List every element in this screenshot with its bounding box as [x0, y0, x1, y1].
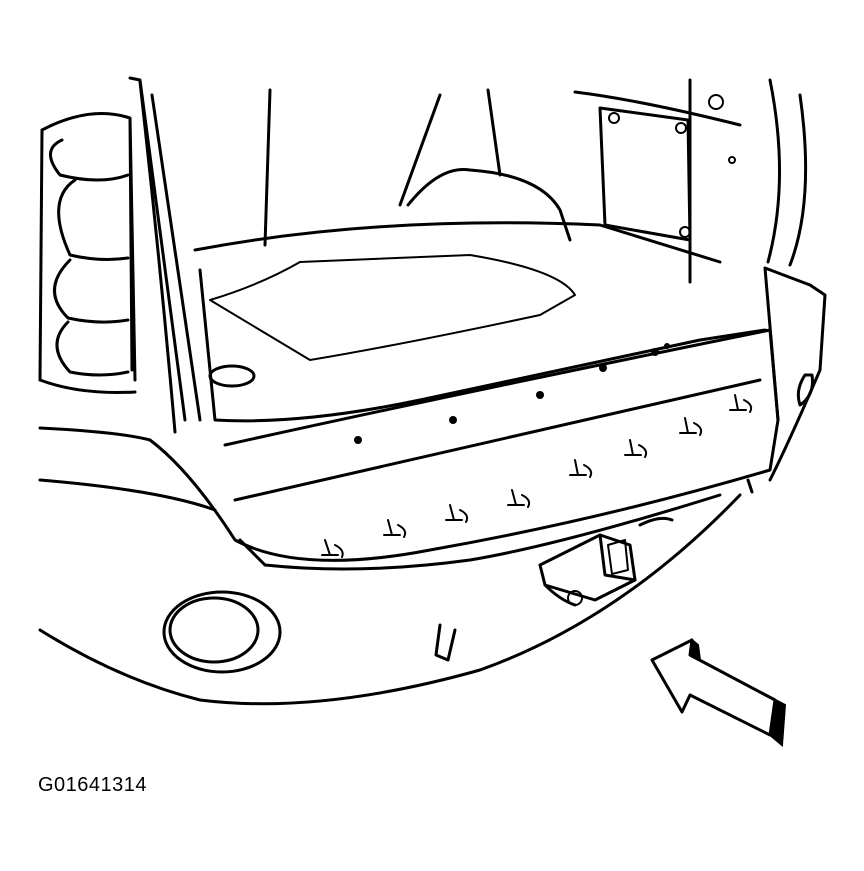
- fastener-holes: [354, 343, 670, 444]
- figure-code: G01641314: [38, 774, 148, 796]
- taillamp-assembly: [38, 112, 137, 394]
- lower-bumper-tab: [434, 478, 754, 662]
- cargo-area-interior: [193, 88, 767, 423]
- right-quarter-panel: [573, 78, 808, 284]
- exhaust-opening: [162, 590, 282, 674]
- retainer-clips: [321, 394, 753, 558]
- liftgate-opening-pillar: [38, 76, 217, 512]
- rear-bumper-fascia: [38, 266, 827, 706]
- view-direction-arrow: [650, 638, 787, 748]
- trailer-hitch-receiver: [538, 516, 674, 607]
